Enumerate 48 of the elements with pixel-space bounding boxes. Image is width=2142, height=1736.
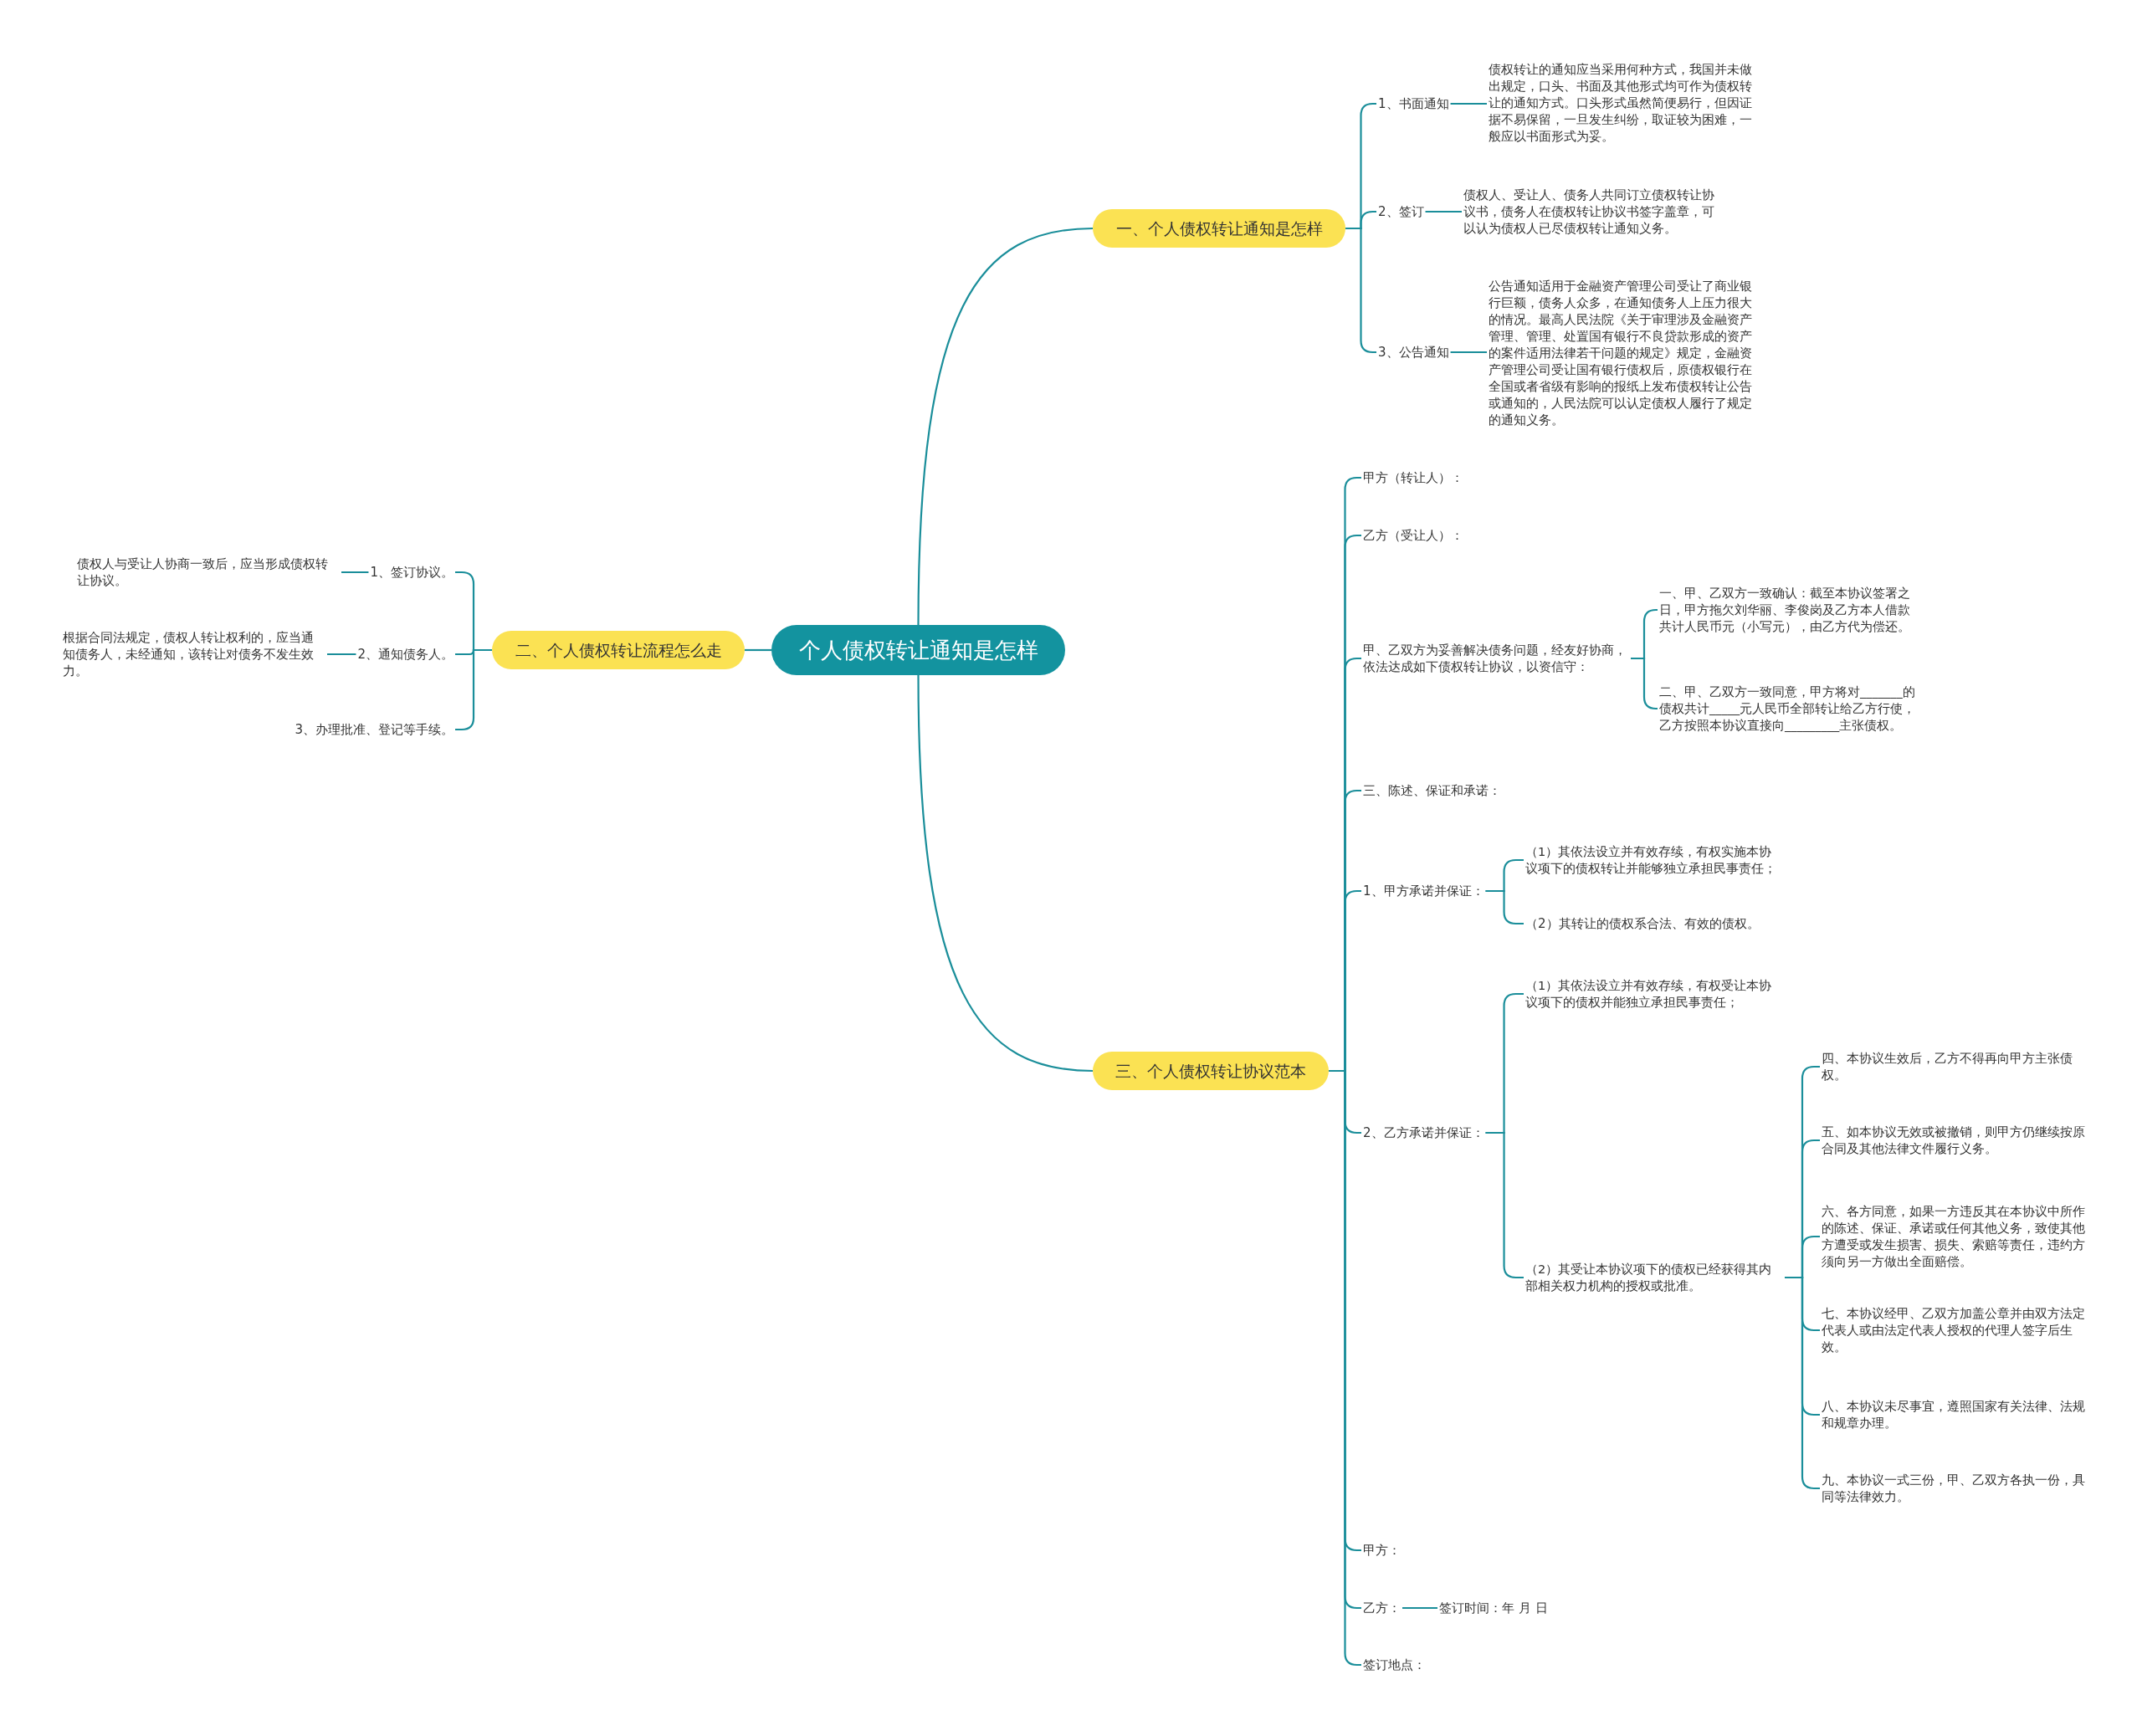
connector-line (1450, 102, 1487, 105)
branch-topic: 三、个人债权转让协议范本 (1093, 1052, 1329, 1090)
note-text: 五、如本协议无效或被撤销，则甲方仍继续按原合同及其他法律文件履行义务。 (1820, 1122, 2088, 1159)
note-text: 根据合同法规定，债权人转让权利的，应当通知债务人，未经通知，该转让对债务不发生效力。 (61, 627, 327, 681)
connector-line (341, 571, 369, 574)
note-text: 七、本协议经甲、乙双方加盖公章并由双方法定代表人或由法定代表人授权的代理人签字后生效。 (1820, 1303, 2088, 1357)
subtopic-text: 乙方： (1361, 1598, 1402, 1618)
note-text: 债权人、受让人、债务人共同订立债权转让协议书，债务人在债权转让协议书签字盖章，可以认为债权人已尽债权转让通知义务。 (1462, 185, 1726, 238)
connector-line (1450, 351, 1487, 354)
note-text: 四、本协议生效后，乙方不得再向甲方主张债权。 (1820, 1048, 2088, 1085)
note-text: 二、甲、乙双方一致同意，甲方将对_______的债权共计_____元人民币全部转让给乙方行使，乙方按照本协议直接向_________主张债权。 (1658, 682, 1924, 735)
connector-line (327, 653, 356, 656)
subtopic-text: 2、签订 (1376, 202, 1426, 222)
subtopic-text: 三、陈述、保证和承诺： (1361, 781, 1503, 801)
note-text: 六、各方同意，如果一方违反其在本协议中所作的陈述、保证、承诺或任何其他义务，致使其他方遭受或发生损害、损失、索赔等责任，违约方须向另一方做出全面赔偿。 (1820, 1201, 2088, 1272)
subtopic-text: 签订时间：年 月 日 (1437, 1598, 1550, 1618)
subtopic-text: 1、签订协议。 (368, 562, 455, 582)
note-text: （1）其依法设立并有效存续，有权实施本协议项下的债权转让并能够独立承担民事责任； (1524, 842, 1785, 878)
subtopic-text: 乙方（受让人）： (1361, 525, 1465, 545)
subtopic-text: 签订地点： (1361, 1655, 1427, 1675)
subtopic-text: 1、书面通知 (1376, 94, 1451, 114)
connector-line (1402, 1606, 1437, 1610)
subtopic-text: 1、甲方承诺并保证： (1361, 881, 1486, 901)
subtopic-text: 3、办理批准、登记等手续。 (293, 719, 455, 740)
note-text: 一、甲、乙双方一致确认：截至本协议签署之日，甲方拖欠刘华丽、李俊岗及乙方本人借款共计人民币元（小写元），由乙方代为偿还。 (1658, 583, 1924, 637)
note-text: 公告通知适用于金融资产管理公司受让了商业银行巨额，债务人众多，在通知债务人上压力很大的情况。最高人民法院《关于审理涉及金融资产管理、管理、处置国有银行不良贷款形成的资产的案件适用法律若干问题的规定》规定，金融资产管理公司受让国有银行债权后，原债权银行在全国或者省级有影响的报纸上发布债权转让公告或通知的，人民法院可以认定债权人履行了规定的通知义务。 (1487, 276, 1755, 430)
branch-topic: 二、个人债权转让流程怎么走 (492, 631, 745, 669)
note-text: 债权转让的通知应当采用何种方式，我国并未做出规定，口头、书面及其他形式均可作为债权转让的通知方式。口头形式虽然简便易行，但因证据不易保留，一旦发生纠纷，取证较为困难，一般应以书面形式为妥。 (1487, 59, 1755, 146)
note-text: 债权人与受让人协商一致后，应当形成债权转让协议。 (75, 554, 341, 591)
connector-line (1631, 657, 1658, 710)
central-topic: 个人债权转让通知是怎样 (771, 625, 1065, 675)
connector-line (1485, 889, 1524, 925)
subtopic-text: 甲方： (1361, 1540, 1402, 1560)
subtopic-text: 甲方（转让人）： (1361, 468, 1465, 488)
connector-line (1425, 210, 1462, 213)
subtopic-text: 2、乙方承诺并保证： (1361, 1123, 1486, 1143)
subtopic-text: （2）其转让的债权系合法、有效的债权。 (1524, 914, 1761, 934)
note-text: （2）其受让本协议项下的债权已经获得其内部相关权力机构的授权或批准。 (1524, 1259, 1785, 1296)
note-text: 甲、乙双方为妥善解决债务问题，经友好协商，依法达成如下债权转让协议，以资信守： (1361, 640, 1631, 677)
branch-topic: 一、个人债权转让通知是怎样 (1093, 209, 1345, 248)
connector-line (917, 227, 1094, 625)
connector-line (917, 675, 1094, 1073)
subtopic-text: 3、公告通知 (1376, 342, 1451, 362)
note-text: 九、本协议一式三份，甲、乙双方各执一份，具同等法律效力。 (1820, 1470, 2088, 1507)
note-text: （1）其依法设立并有效存续，有权受让本协议项下的债权并能独立承担民事责任； (1524, 976, 1785, 1012)
note-text: 八、本协议未尽事宜，遵照国家有关法律、法规和规章办理。 (1820, 1396, 2088, 1433)
subtopic-text: 2、通知债务人。 (356, 644, 455, 664)
connector-line (745, 648, 771, 652)
